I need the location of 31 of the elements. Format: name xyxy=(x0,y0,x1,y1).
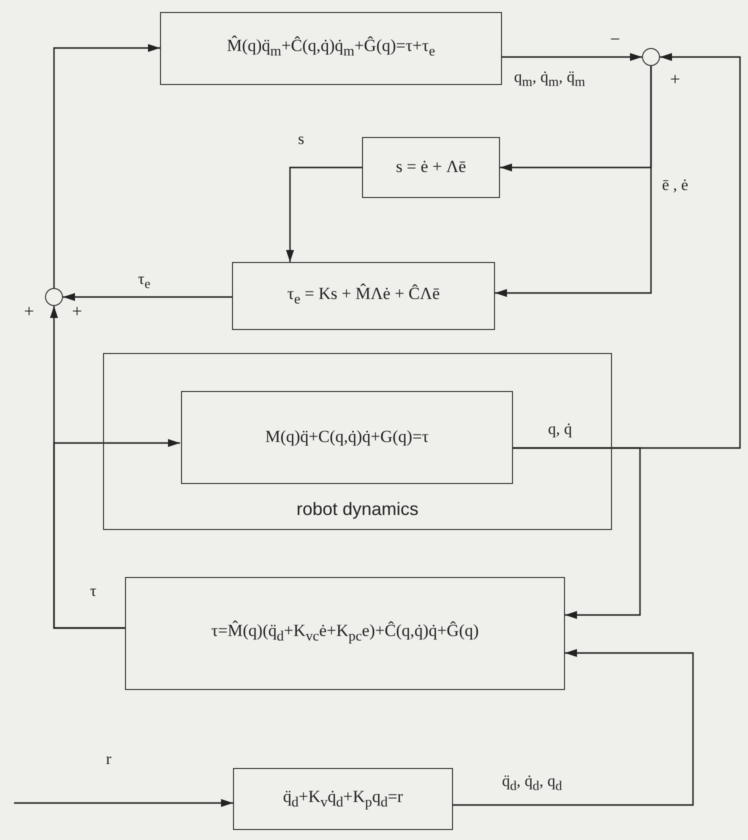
signal-label: ē , ė xyxy=(660,176,690,196)
block-caption: robot dynamics xyxy=(296,499,419,521)
block-box xyxy=(181,391,513,484)
signal-label: q, q̇ xyxy=(546,420,574,440)
equation-text: s = ė + Λē xyxy=(396,157,466,178)
signal-arrow xyxy=(14,799,233,807)
signal-arrow xyxy=(63,293,232,301)
equation-text: M̂(q)q̈$_{m}$+Ĉ(q,q̇)q̇$_{m}$+Ĝ(q)=τ+τ$_{e}$ xyxy=(226,36,436,61)
summing-junction xyxy=(45,288,63,306)
sign-label: − xyxy=(610,30,620,48)
signal-arrow xyxy=(286,166,362,262)
block-box xyxy=(125,577,565,690)
sign-label: + xyxy=(24,302,34,320)
block-box xyxy=(232,262,495,330)
equation-text: M(q)q̈+C(q,q̇)q̇+G(q)=τ xyxy=(265,427,429,448)
signal-arrow xyxy=(512,447,641,619)
signal-arrow xyxy=(53,44,160,288)
signal-arrow xyxy=(453,649,694,806)
block-box xyxy=(233,768,453,830)
block-box xyxy=(362,137,500,198)
signal-arrow xyxy=(502,53,642,61)
equation-text: q̈$_{d}$+K$_{v}$q̇$_{d}$+K$_{p}$q$_{d}$=r xyxy=(283,786,403,812)
equation-text: τ=M̂(q)(q̈$_{d}$+K$_{vc}$ė+K$_{pc}$e)+Ĉ(q,q̇)q̇+Ĝ(q) xyxy=(211,621,479,646)
signal-arrow xyxy=(53,439,180,629)
signal-arrow xyxy=(495,66,652,297)
subsystem-frame xyxy=(103,353,612,530)
summing-junction xyxy=(642,48,660,66)
sign-label: + xyxy=(670,70,680,88)
equation-text: τ$_{e}$ = Ks + M̂Λė + ĈΛē xyxy=(287,284,440,308)
sign-label: + xyxy=(72,302,82,320)
block-box xyxy=(160,12,502,85)
